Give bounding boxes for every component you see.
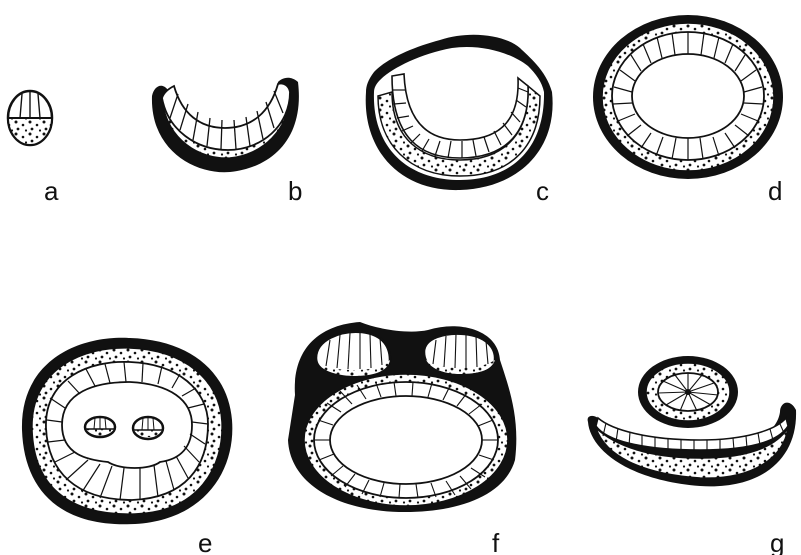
panel-g: g <box>588 356 796 555</box>
panel-e: e <box>22 338 232 555</box>
panel-label: c <box>536 176 549 206</box>
stage-b-drawing <box>152 78 299 172</box>
panel-label: g <box>770 528 784 555</box>
stage-a-drawing <box>8 91 52 145</box>
right-placode <box>133 417 163 439</box>
panel-a: a <box>8 91 59 206</box>
stage-c-drawing <box>366 35 553 190</box>
panel-label: d <box>768 176 782 206</box>
stage-e-drawing <box>22 338 232 525</box>
panel-label: b <box>288 176 302 206</box>
panel-label: a <box>44 176 59 206</box>
panel-label: e <box>198 528 212 555</box>
left-cap <box>316 332 390 376</box>
panel-c: c <box>366 35 553 206</box>
small-vesicle <box>638 356 738 428</box>
left-placode <box>85 417 115 437</box>
panel-f: f <box>288 322 516 555</box>
right-cap <box>424 334 495 375</box>
panel-b: b <box>152 78 303 206</box>
stage-d-drawing <box>593 15 783 179</box>
panel-label: f <box>492 528 500 555</box>
panel-d: d <box>593 15 783 206</box>
